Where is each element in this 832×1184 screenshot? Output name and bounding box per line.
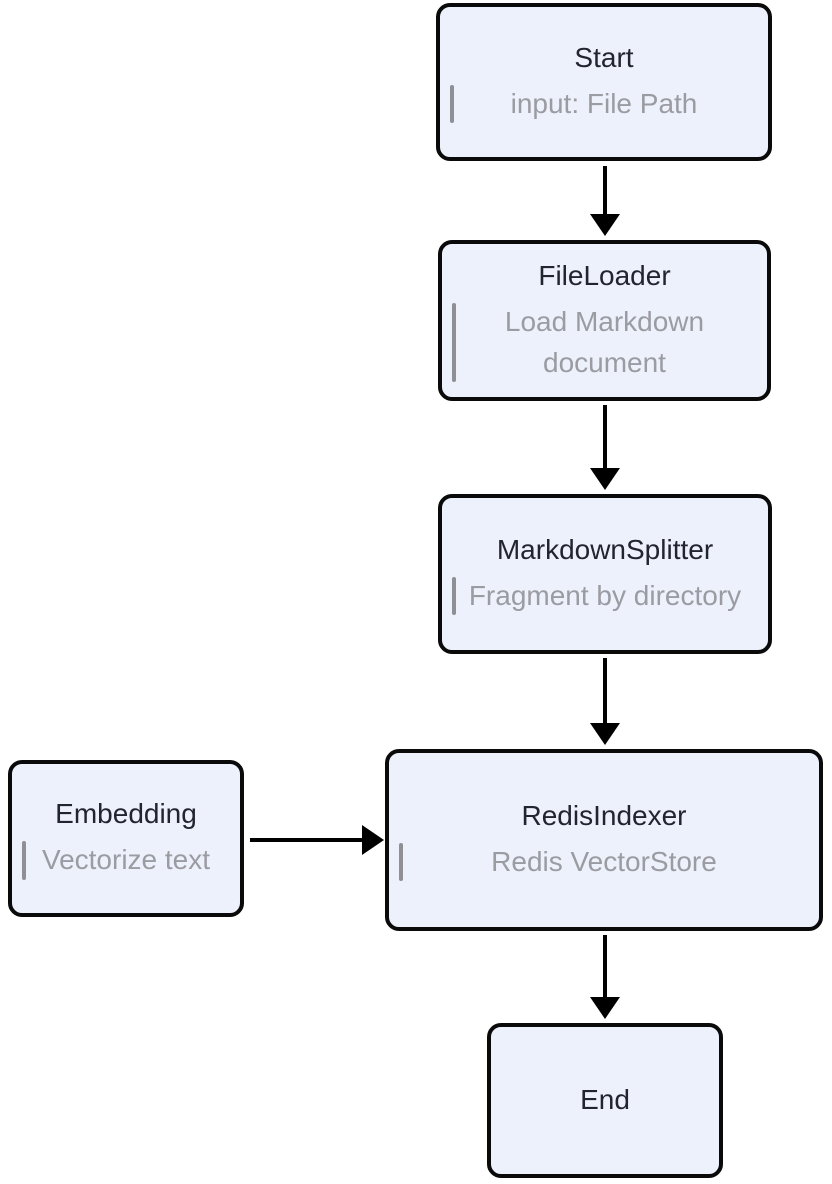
node-start-title: Start [574, 41, 634, 73]
node-fileloader: FileLoader Load Markdown document [438, 240, 771, 401]
arrow-markdownsplitter-to-redisindexer [603, 658, 607, 723]
node-fileloader-title: FileLoader [538, 259, 671, 291]
node-start-subtitle: input: File Path [510, 87, 698, 119]
subtitle-accent-bar [452, 576, 456, 616]
subtitle-accent-bar [399, 842, 403, 882]
node-end: End [487, 1023, 723, 1178]
subtitle-accent-bar [450, 84, 454, 124]
arrow-start-to-fileloader [603, 166, 607, 214]
node-markdownsplitter-subtitle: Fragment by directory [468, 579, 742, 611]
node-embedding-title: Embedding [55, 798, 197, 829]
subtitle-accent-bar [452, 303, 456, 383]
node-embedding: Embedding Vectorize text [8, 760, 244, 917]
arrow-redisindexer-to-end [603, 935, 607, 997]
node-redisindexer: RedisIndexer Redis VectorStore [385, 749, 823, 931]
arrow-embedding-to-redisindexer [250, 838, 362, 842]
arrow-fileloader-to-markdownsplitter [603, 405, 607, 468]
subtitle-accent-bar [22, 841, 26, 880]
node-redisindexer-title: RedisIndexer [521, 799, 687, 831]
node-markdownsplitter-title: MarkdownSplitter [496, 533, 714, 565]
node-markdownsplitter: MarkdownSplitter Fragment by directory [438, 494, 772, 654]
node-end-title: End [580, 1084, 630, 1116]
node-fileloader-subtitle: Load Markdown document [504, 306, 705, 378]
node-embedding-subtitle: Vectorize text [41, 844, 211, 876]
node-start: Start input: File Path [436, 3, 772, 161]
node-redisindexer-subtitle: Redis VectorStore [491, 845, 717, 877]
